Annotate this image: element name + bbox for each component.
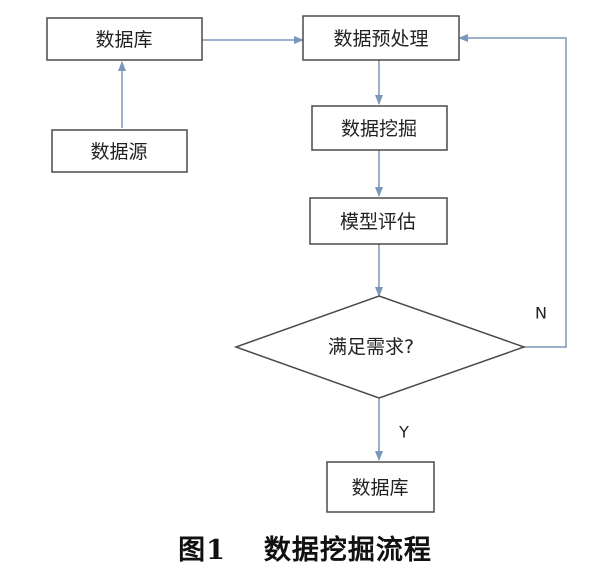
database-top-box — [46, 17, 203, 61]
arrow-decision-no-loop — [458, 34, 567, 348]
yes-label: Y — [398, 423, 409, 442]
mining-label: 数据挖掘 — [341, 118, 417, 140]
boxes — [46, 15, 527, 513]
no-label: N — [535, 304, 547, 323]
database-bottom-label: 数据库 — [351, 477, 408, 499]
database-top-label: 数据库 — [95, 29, 152, 51]
preprocess-box — [302, 15, 460, 61]
evaluation-label: 模型评估 — [340, 211, 416, 233]
data-source-label: 数据源 — [90, 141, 147, 163]
decision-diamond — [233, 295, 527, 399]
preprocess-label: 数据预处理 — [333, 28, 428, 50]
database-bottom-box — [326, 461, 435, 513]
figure-caption: 图1 数据挖掘流程 — [0, 528, 610, 567]
figure-title: 数据挖掘流程 — [263, 535, 432, 566]
decision-label: 满足需求? — [328, 336, 414, 358]
data-source-box — [51, 129, 188, 173]
node-labels: 数据库 数据源 数据预处理 数据挖掘 模型评估 满足需求? 数据库 — [90, 28, 428, 499]
evaluation-box — [309, 197, 448, 245]
figure-number: 图1 — [178, 535, 226, 566]
mining-box — [311, 105, 448, 151]
connectors — [118, 34, 567, 461]
